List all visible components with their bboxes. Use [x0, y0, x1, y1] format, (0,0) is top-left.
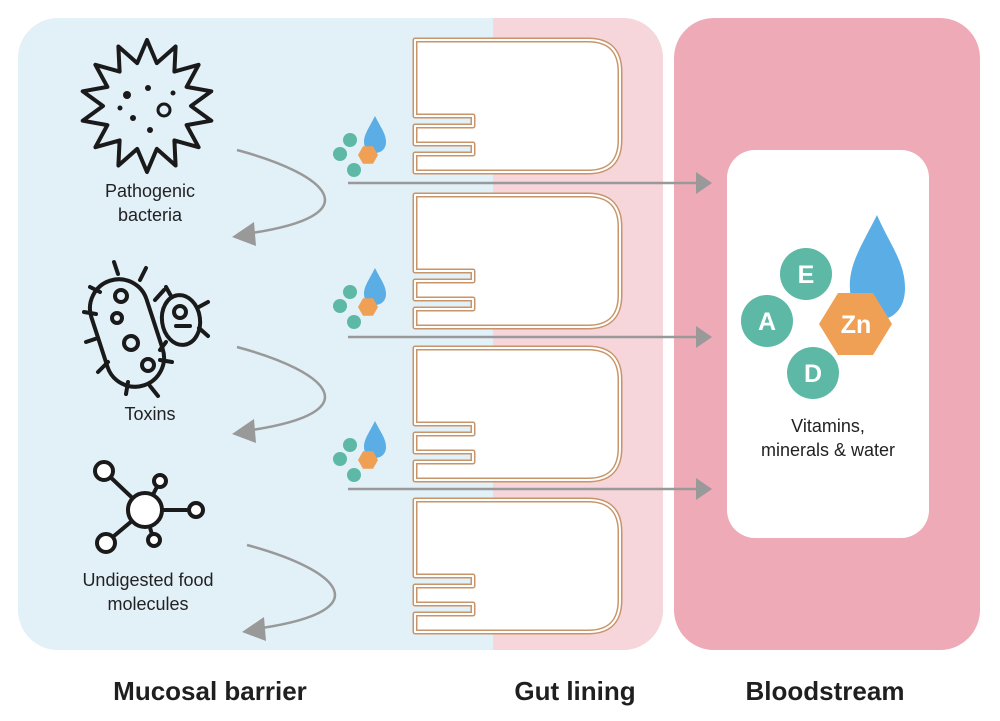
- nutrient-cluster: [333, 421, 386, 482]
- zinc-badge: [819, 293, 892, 355]
- label-line: molecules: [107, 594, 189, 614]
- molecule-icon: [93, 460, 205, 554]
- mineral-particle: [358, 451, 378, 469]
- water-drop-icon: [364, 421, 386, 458]
- arrowhead-icon: [696, 478, 712, 500]
- label-line: minerals & water: [760, 440, 896, 460]
- vitamin-particle: [343, 438, 357, 452]
- gut-lining-cells: [412, 37, 623, 635]
- label-line: Toxins: [124, 404, 176, 424]
- arrowhead-icon: [242, 617, 266, 641]
- vitamin-particle: [347, 163, 361, 177]
- zinc-label: Zn: [841, 311, 872, 339]
- vitamin-particle: [333, 299, 347, 313]
- arrowhead-icon: [696, 172, 712, 194]
- vitamin-d-label: D: [804, 360, 822, 388]
- vitamin-a-badge: [741, 295, 793, 347]
- vitamin-particle: [347, 315, 361, 329]
- rejected-particle-arrows: [236, 148, 336, 630]
- toxins-label: Toxins: [60, 402, 240, 426]
- virus-icon: [80, 38, 214, 174]
- undigested-food-label: Undigested food molecules: [48, 568, 248, 616]
- vitamin-particle: [333, 147, 347, 161]
- mucosal-barrier-panel: [18, 18, 663, 650]
- label-line: Pathogenic: [104, 181, 196, 201]
- gut-lining-panel: [493, 18, 663, 650]
- vitamin-particle: [347, 468, 361, 482]
- pathogenic-bacteria-label: Pathogenic bacteria: [60, 179, 240, 227]
- vitamin-e-badge: [780, 248, 832, 300]
- gut-lining-cell-highlight: [414, 39, 621, 173]
- gut-lining-cell-highlight: [414, 194, 621, 328]
- gut-lining-title: Gut lining: [514, 676, 636, 706]
- vitamin-particle: [343, 133, 357, 147]
- bacteria-icon: [82, 260, 210, 398]
- mineral-particle: [358, 298, 378, 316]
- label-line: Vitamins,: [791, 416, 865, 436]
- arrowhead-icon: [232, 419, 256, 443]
- bloodstream-title: Bloodstream: [745, 676, 905, 706]
- gut-lining-cell-highlight: [414, 347, 621, 481]
- label-line: Undigested food: [82, 570, 214, 590]
- bounce-arrow: [246, 543, 336, 630]
- vitamin-a-label: A: [758, 308, 776, 336]
- bounce-arrow: [236, 148, 326, 235]
- arrowhead-icon: [696, 326, 712, 348]
- mineral-particle: [358, 146, 378, 164]
- gut-lining-cell: [412, 192, 623, 330]
- gut-lining-cell: [412, 345, 623, 483]
- gut-lining-cell-highlight: [414, 499, 621, 633]
- arrowhead-icon: [232, 222, 256, 246]
- gut-lining-cell: [412, 37, 623, 175]
- label-line: bacteria: [117, 205, 183, 225]
- vitamins-minerals-graphic: E A Zn D: [741, 215, 905, 399]
- mucosal-barrier-title: Mucosal barrier: [113, 676, 307, 706]
- bounce-arrow: [236, 345, 326, 432]
- vitamin-d-badge: [787, 347, 839, 399]
- nutrient-cluster: [333, 116, 386, 177]
- nutrient-cluster: [333, 268, 386, 329]
- vitamin-particle: [333, 452, 347, 466]
- gut-lining-cell: [412, 497, 623, 635]
- water-drop-icon: [364, 268, 386, 305]
- nutrient-particle-clusters: [333, 116, 386, 482]
- vitamins-minerals-label: Vitamins, minerals & water: [732, 414, 924, 462]
- water-drop-icon: [364, 116, 386, 153]
- vitamin-e-label: E: [798, 261, 815, 289]
- vitamin-particle: [343, 285, 357, 299]
- nutrient-absorption-arrows: [348, 172, 712, 500]
